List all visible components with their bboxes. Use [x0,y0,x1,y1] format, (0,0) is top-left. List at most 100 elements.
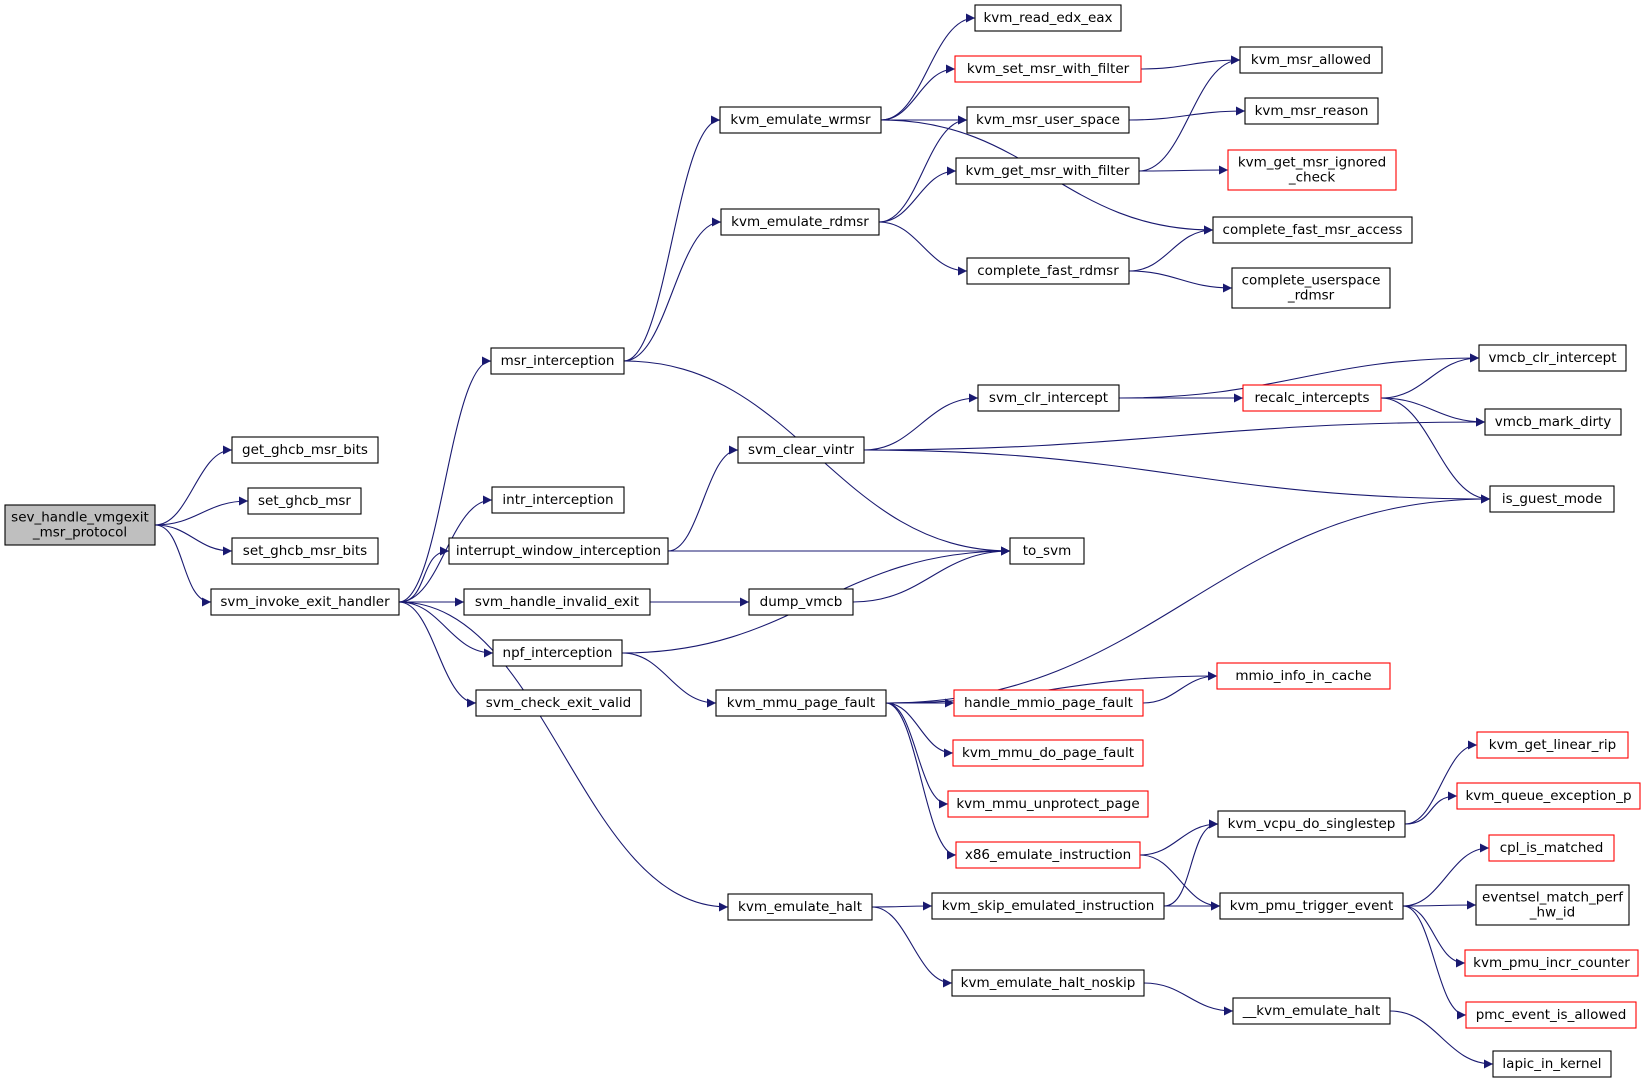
function-node-kvm_msr_allowed[interactable]: kvm_msr_allowed [1239,46,1383,74]
function-node-kvm_msr_user_space[interactable]: kvm_msr_user_space [966,106,1130,134]
node-box [491,486,625,514]
function-node-kvm_emulate_halt2[interactable]: __kvm_emulate_halt [1232,997,1391,1025]
call-edge-kvm_emulate_rdmsr-to-kvm_msr_user_space [878,115,968,223]
node-box [719,106,882,134]
function-node-kvm_read_edx_eax[interactable]: kvm_read_edx_eax [974,4,1122,32]
function-node-kvm_mmu_unprotect_page[interactable]: kvm_mmu_unprotect_page [947,790,1149,818]
function-node-kvm_emulate_wrmsr[interactable]: kvm_emulate_wrmsr [719,106,882,134]
node-label-line: lapic_in_kernel [1502,1056,1601,1072]
node-box [966,257,1130,285]
call-edge-kvm_set_msr_with_filter-to-kvm_msr_allowed [1140,55,1241,70]
function-node-kvm_mmu_page_fault[interactable]: kvm_mmu_page_fault [715,689,887,717]
function-node-kvm_emulate_rdmsr[interactable]: kvm_emulate_rdmsr [720,208,880,236]
node-label-line: msr_interception [501,353,615,369]
node-box [1488,834,1615,862]
function-node-kvm_mmu_do_page_fault[interactable]: kvm_mmu_do_page_fault [952,739,1144,767]
node-label-line: kvm_pmu_trigger_event [1230,898,1394,914]
node-box [952,739,1144,767]
call-edge-kvm_emulate_rdmsr-to-kvm_get_msr_with_filter [878,166,957,223]
node-label-line: interrupt_window_interception [456,543,661,559]
call-edge-kvm_pmu_trigger_event-to-cpl_is_matched [1402,843,1490,907]
node-label-line: svm_clear_vintr [748,442,855,458]
function-node-intr_interception[interactable]: intr_interception [491,486,625,514]
function-node-kvm_skip_emulated_instruction[interactable]: kvm_skip_emulated_instruction [931,892,1165,920]
function-node-npf_interception[interactable]: npf_interception [492,639,623,667]
function-node-kvm_pmu_trigger_event[interactable]: kvm_pmu_trigger_event [1219,892,1404,920]
function-node-svm_check_exit_valid[interactable]: svm_check_exit_valid [475,689,642,717]
call-edge-msr_interception-to-kvm_emulate_wrmsr [623,115,721,362]
node-label-line: handle_mmio_page_fault [964,695,1133,711]
node-label-line: _rdmsr [1287,288,1335,304]
function-node-eventsel_match_perf_hw_id[interactable]: eventsel_match_perf_hw_id [1475,884,1630,926]
function-node-vmcb_clr_intercept[interactable]: vmcb_clr_intercept [1478,344,1627,372]
node-label-line: kvm_get_msr_ignored [1238,155,1386,171]
call-edge-kvm_get_msr_with_filter-to-kvm_get_msr_ignored_check [1138,165,1229,175]
node-label-line: kvm_msr_user_space [976,112,1120,128]
function-node-complete_fast_msr_access[interactable]: complete_fast_msr_access [1212,216,1413,244]
function-node-kvm_pmu_incr_counter[interactable]: kvm_pmu_incr_counter [1464,949,1639,977]
function-node-svm_clr_intercept[interactable]: svm_clr_intercept [977,384,1120,412]
function-node-interrupt_window_interception[interactable]: interrupt_window_interception [448,537,669,565]
function-node-recalc_intercepts[interactable]: recalc_intercepts [1242,384,1382,412]
node-label-line: kvm_pmu_incr_counter [1473,955,1630,971]
call-edge-kvm_emulate_halt-to-kvm_skip_emulated_instruction [871,901,933,911]
node-label-line: kvm_queue_exception_p [1465,788,1631,804]
function-node-kvm_emulate_halt_noskip[interactable]: kvm_emulate_halt_noskip [951,969,1145,997]
call-edge-kvm_get_msr_with_filter-to-kvm_msr_allowed [1138,55,1241,172]
function-node-kvm_emulate_halt[interactable]: kvm_emulate_halt [727,893,873,921]
node-label-line: set_ghcb_msr [258,493,351,509]
call-edge-kvm_mmu_page_fault-to-kvm_mmu_unprotect_page [885,702,949,809]
call-edge-svm_clr_intercept-to-vmcb_clr_intercept [1118,353,1480,399]
call-edge-kvm_emulate_halt_noskip-to-kvm_emulate_halt2 [1143,982,1234,1016]
function-node-is_guest_mode[interactable]: is_guest_mode [1489,485,1615,513]
node-box [1464,949,1639,977]
function-node-cpl_is_matched[interactable]: cpl_is_matched [1488,834,1615,862]
node-label-line: get_ghcb_msr_bits [242,442,368,458]
call-edge-msr_interception-to-kvm_emulate_rdmsr [623,217,722,362]
function-node-set_ghcb_msr_bits[interactable]: set_ghcb_msr_bits [231,537,379,565]
function-node-svm_invoke_exit_handler[interactable]: svm_invoke_exit_handler [210,588,400,616]
node-box [463,588,651,616]
function-node-kvm_get_linear_rip[interactable]: kvm_get_linear_rip [1476,731,1629,759]
function-node-to_svm[interactable]: to_svm [1009,537,1085,565]
node-box [1475,884,1630,926]
node-box [475,689,642,717]
node-label-line: _check [1288,170,1335,186]
function-node-mmio_info_in_cache[interactable]: mmio_info_in_cache [1216,662,1391,690]
call-edge-dump_vmcb-to-to_svm [852,546,1011,603]
node-box [955,841,1141,869]
function-node-msr_interception[interactable]: msr_interception [490,347,625,375]
node-label-line: kvm_emulate_wrmsr [730,112,871,128]
function-node-set_ghcb_msr[interactable]: set_ghcb_msr [247,487,362,515]
node-box [720,208,880,236]
node-box [1227,149,1397,191]
function-node-kvm_queue_exception_p[interactable]: kvm_queue_exception_p [1456,782,1641,810]
function-node-dump_vmcb[interactable]: dump_vmcb [748,588,854,616]
function-node-handle_mmio_page_fault[interactable]: handle_mmio_page_fault [953,689,1144,717]
function-node-lapic_in_kernel[interactable]: lapic_in_kernel [1492,1050,1612,1078]
node-box [974,4,1122,32]
node-box [1231,267,1391,309]
call-edge-sev_root-to-set_ghcb_msr [154,496,249,526]
node-box [951,969,1145,997]
function-node-pmc_event_is_allowed[interactable]: pmc_event_is_allowed [1465,1001,1637,1029]
function-node-kvm_get_msr_with_filter[interactable]: kvm_get_msr_with_filter [955,157,1140,185]
function-node-kvm_get_msr_ignored_check[interactable]: kvm_get_msr_ignored_check [1227,149,1397,191]
function-node-svm_clear_vintr[interactable]: svm_clear_vintr [737,436,865,464]
node-box [210,588,400,616]
function-node-x86_emulate_instruction[interactable]: x86_emulate_instruction [955,841,1141,869]
function-node-kvm_vcpu_do_singlestep[interactable]: kvm_vcpu_do_singlestep [1217,810,1406,838]
call-edge-sev_root-to-get_ghcb_msr_bits [154,445,233,526]
node-box [1476,731,1629,759]
node-box [490,347,625,375]
function-node-svm_handle_invalid_exit[interactable]: svm_handle_invalid_exit [463,588,651,616]
function-node-kvm_msr_reason[interactable]: kvm_msr_reason [1244,97,1379,125]
function-node-vmcb_mark_dirty[interactable]: vmcb_mark_dirty [1484,408,1622,436]
function-node-kvm_set_msr_with_filter[interactable]: kvm_set_msr_with_filter [954,55,1142,83]
function-node-complete_fast_rdmsr[interactable]: complete_fast_rdmsr [966,257,1130,285]
function-node-complete_userspace_rdmsr[interactable]: complete_userspace_rdmsr [1231,267,1391,309]
node-label-line: pmc_event_is_allowed [1476,1007,1627,1023]
node-box [247,487,362,515]
function-node-get_ghcb_msr_bits[interactable]: get_ghcb_msr_bits [231,436,379,464]
node-box [492,639,623,667]
